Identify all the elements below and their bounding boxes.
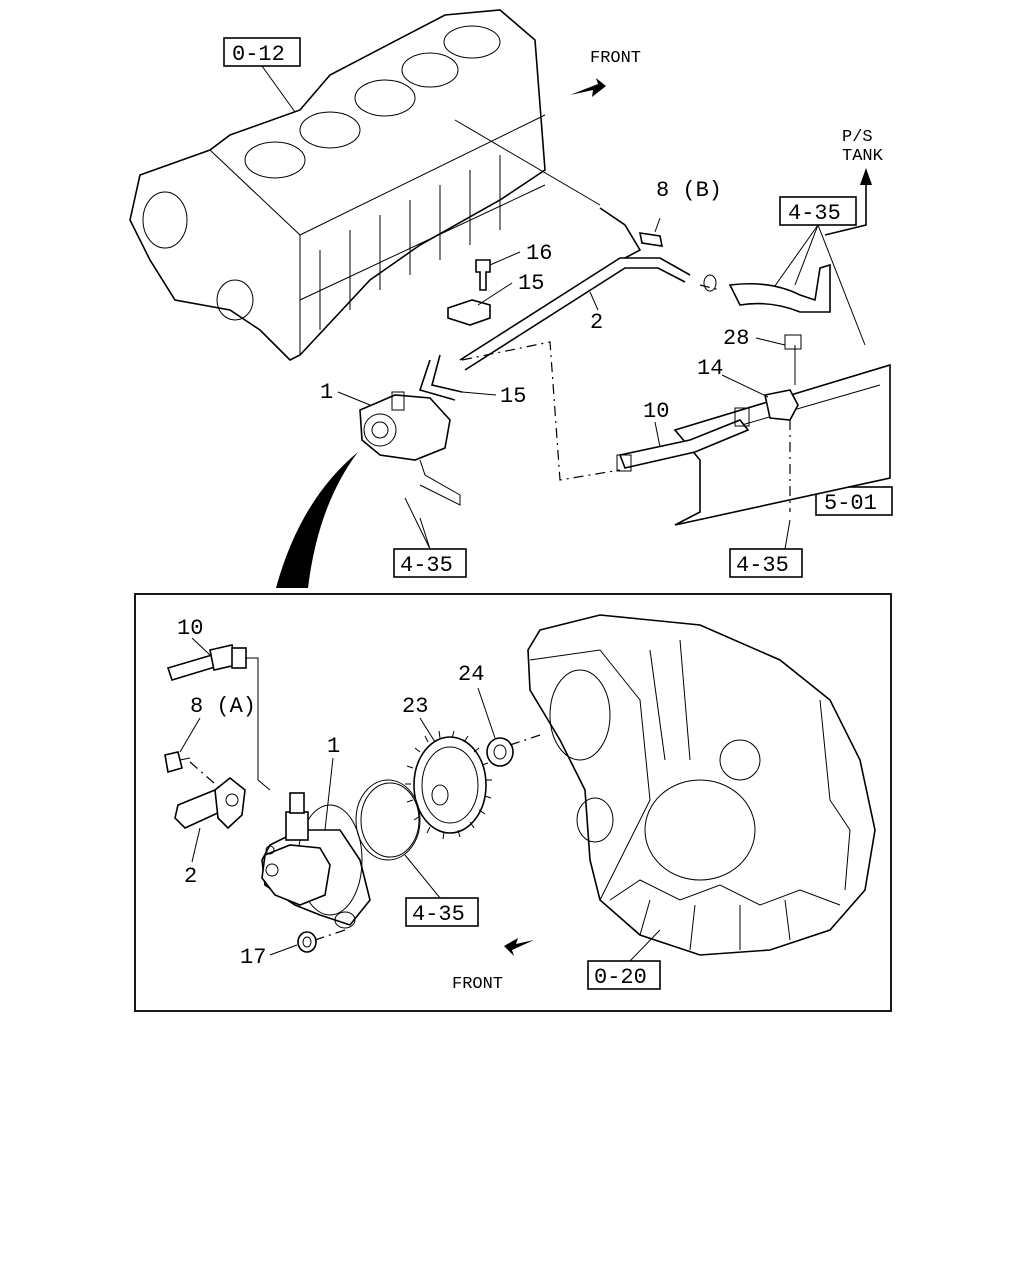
callout-23: 23 (402, 694, 428, 719)
nut-24 (486, 737, 514, 767)
clip-15 (447, 299, 491, 326)
flywheel-housing (527, 614, 876, 956)
ref-box-housing: 0-20 (587, 929, 661, 990)
svg-text:4-35: 4-35 (736, 553, 789, 578)
dashdot-lines-upper (461, 284, 791, 512)
front-arrow-detail (504, 938, 534, 956)
o-ring (355, 779, 421, 861)
bolt-8a (164, 751, 223, 791)
svg-text:4-35: 4-35 (400, 553, 453, 578)
front-label-detail: FRONT (452, 975, 503, 994)
tank-label: TANK (842, 147, 884, 166)
pump-upper (359, 391, 461, 506)
svg-text:4-35: 4-35 (788, 201, 841, 226)
callout-10-detail: 10 (177, 616, 203, 641)
pipe-2 (418, 119, 691, 401)
callout-8b: 8 (B) (656, 178, 722, 203)
ref-box-hose: 4-35 (764, 196, 866, 346)
hose-10-detail (166, 644, 271, 791)
front-label-upper: FRONT (590, 49, 641, 68)
detail-frame (134, 593, 892, 1012)
gear-23 (405, 730, 492, 840)
callout-28: 28 (723, 326, 749, 351)
callout-8a: 8 (A) (190, 694, 256, 719)
ref-box-oring: 4-35 (404, 854, 479, 927)
svg-text:4-35: 4-35 (412, 902, 465, 927)
ref-box-engine-block: 0-12 (223, 37, 301, 113)
callout-2-detail: 2 (184, 864, 197, 889)
callout-15-top: 15 (518, 271, 544, 296)
svg-text:0-12: 0-12 (232, 42, 285, 67)
bolt-8b (638, 217, 664, 247)
callout-2: 2 (590, 310, 603, 335)
nut-17 (297, 931, 317, 953)
dashdot-lines-detail (314, 734, 541, 941)
ref-box-bolt: 4-35 (393, 497, 467, 578)
pump-detail (261, 792, 371, 929)
bolt-16 (475, 259, 491, 291)
ps-label: P/S (842, 128, 873, 147)
callout-15-side: 15 (500, 384, 526, 409)
callout-24: 24 (458, 662, 484, 687)
detail-pointer (276, 452, 358, 588)
callout-17: 17 (240, 945, 266, 970)
callout-1-upper: 1 (320, 380, 333, 405)
callout-16: 16 (526, 241, 552, 266)
callout-1-detail: 1 (327, 734, 340, 759)
engine-block (129, 9, 546, 361)
tank-arrow (824, 168, 872, 236)
callout-10-upper: 10 (643, 399, 669, 424)
pipe-2-detail (174, 776, 246, 830)
bracket-14 (764, 334, 802, 421)
callout-14: 14 (697, 356, 723, 381)
hose-10-upper (616, 407, 750, 472)
return-hose (703, 263, 831, 313)
ref-box-nut: 4-35 (729, 519, 803, 578)
front-arrow-upper (570, 78, 606, 97)
svg-text:0-20: 0-20 (594, 965, 647, 990)
svg-text:5-01: 5-01 (824, 491, 877, 516)
